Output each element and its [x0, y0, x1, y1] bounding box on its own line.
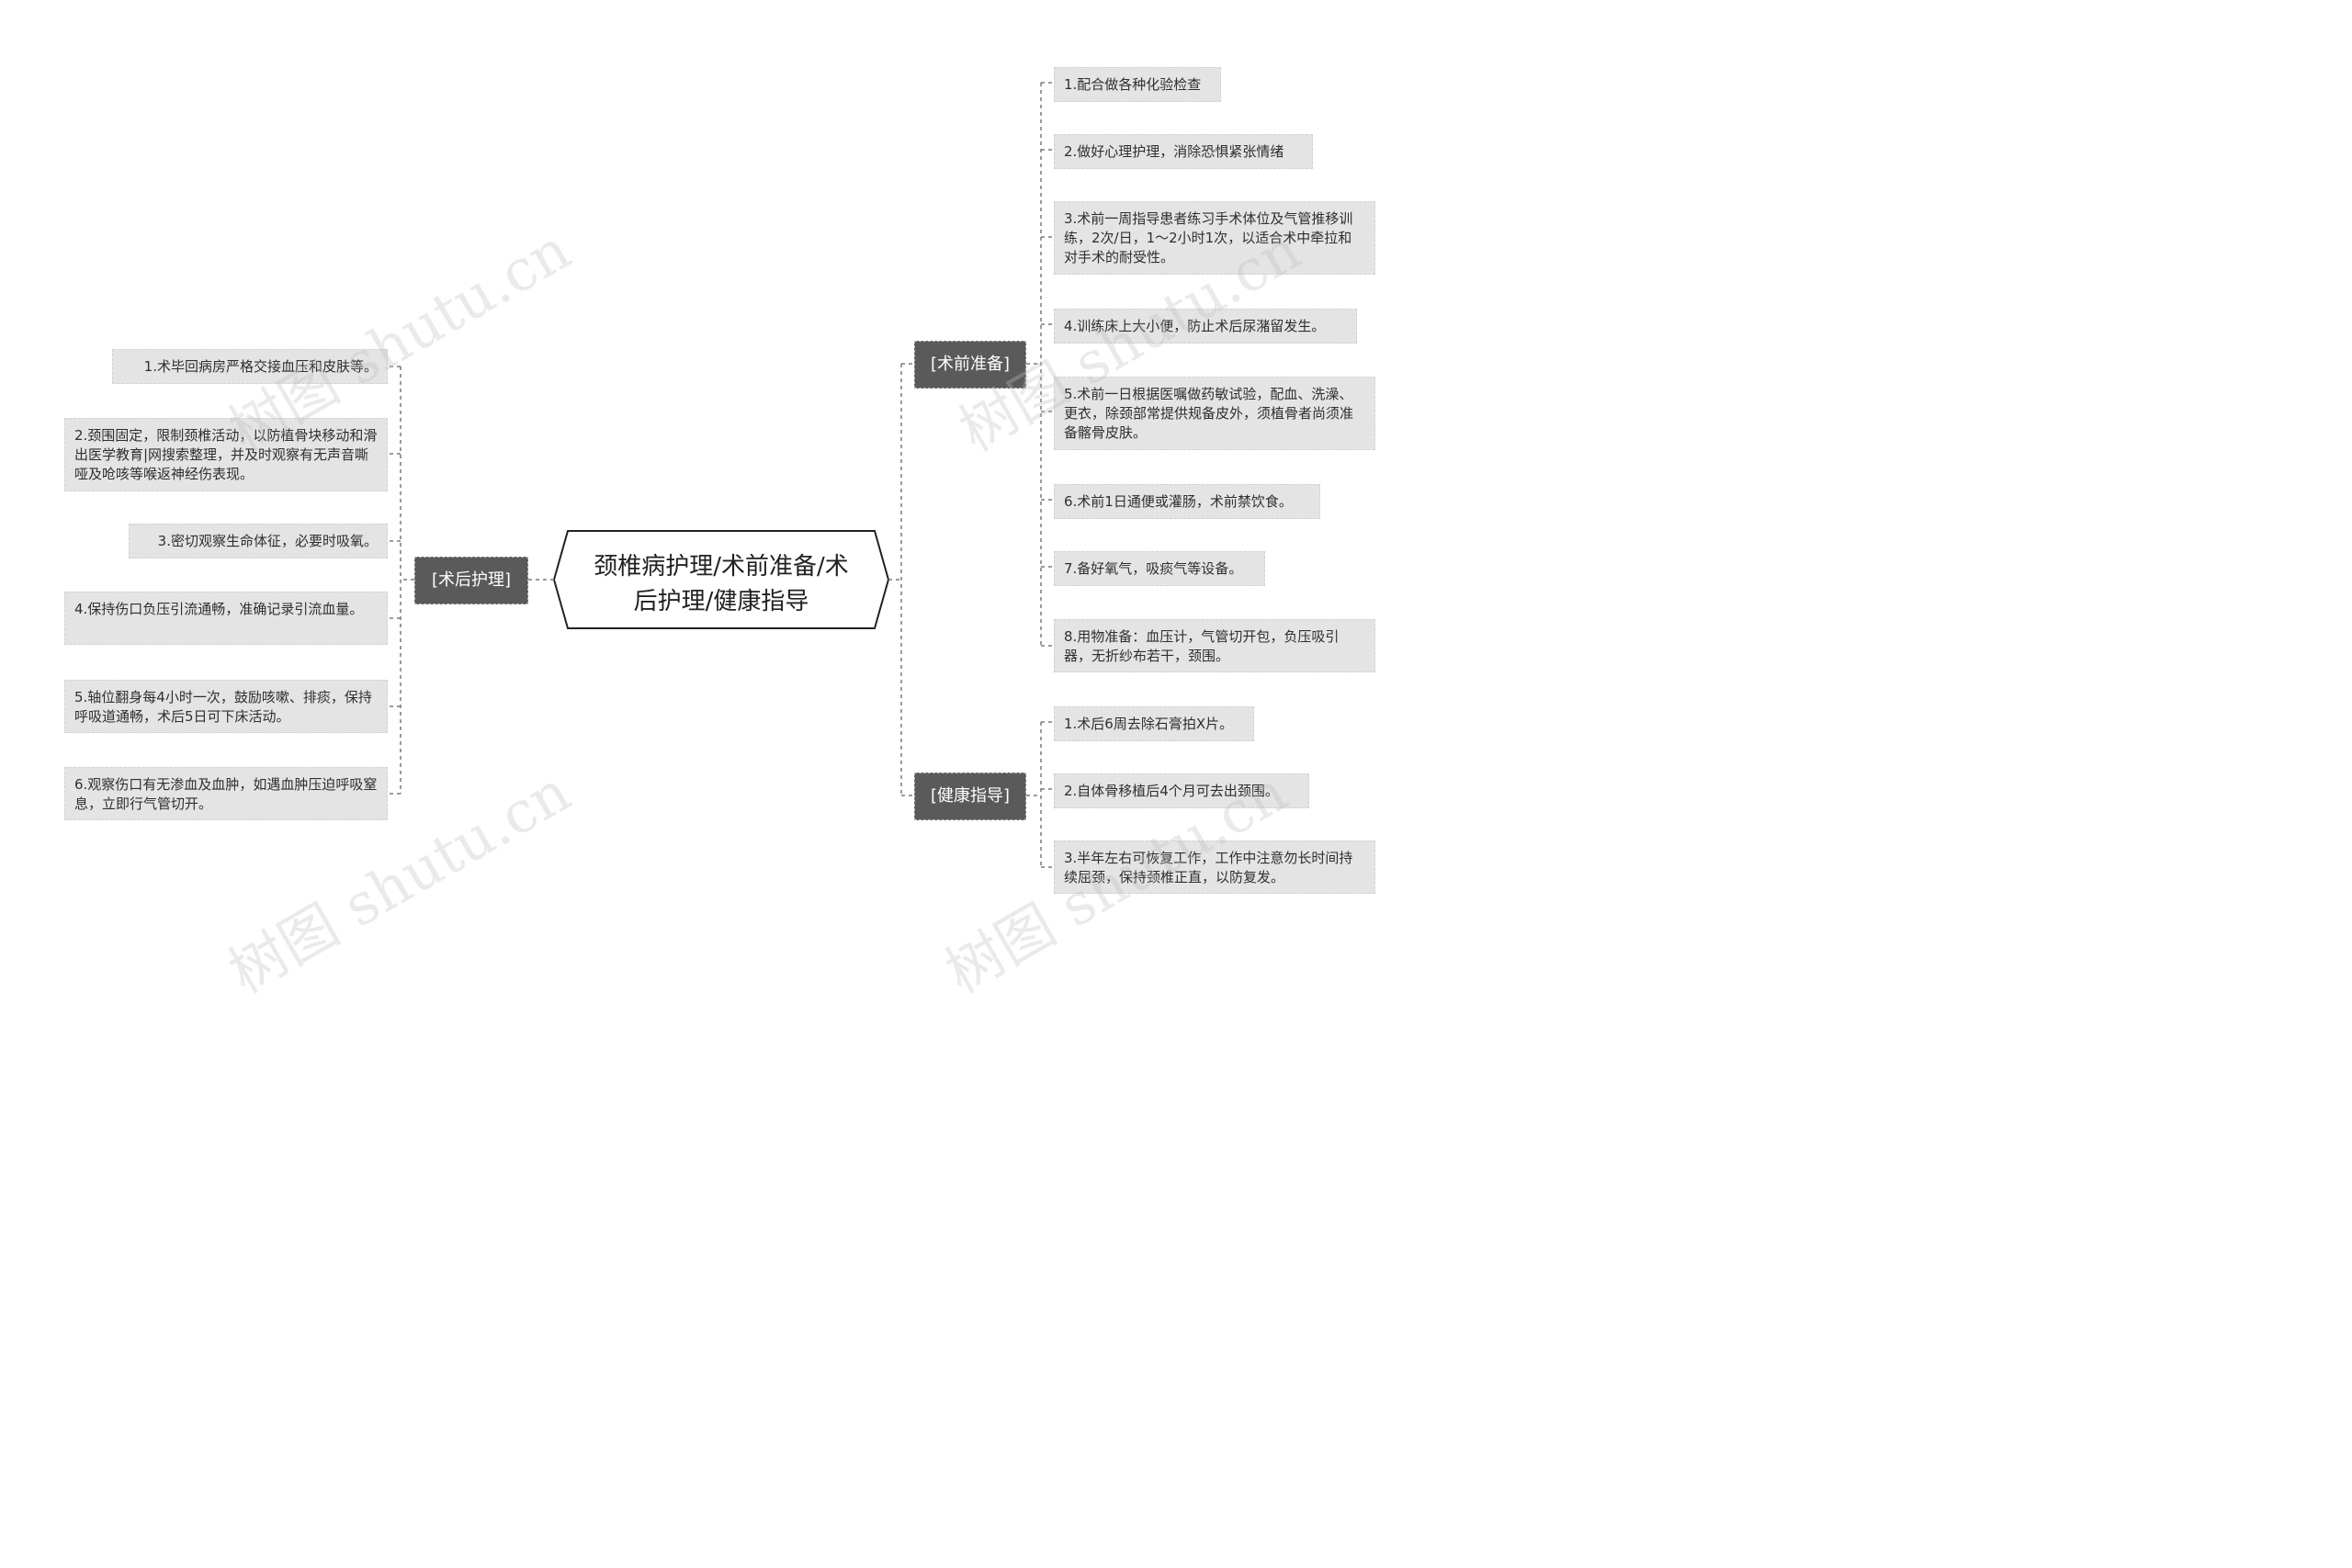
postop-item-2: 2.颈围固定，限制颈椎活动，以防植骨块移动和滑出医学教育|网搜索整理，并及时观察… [64, 418, 388, 491]
postop-item-5: 5.轴位翻身每4小时一次，鼓励咳嗽、排痰，保持呼吸道通畅，术后5日可下床活动。 [64, 680, 388, 733]
preop-item-7-text: 7.备好氧气，吸痰气等设备。 [1064, 560, 1243, 577]
branch-preop: [术前准备] [914, 341, 1026, 389]
postop-item-3-text: 3.密切观察生命体征，必要时吸氧。 [157, 533, 378, 549]
postop-item-1: 1.术毕回病房严格交接血压和皮肤等。 [112, 349, 388, 384]
branch-postop: [术后护理] [414, 557, 528, 604]
preop-item-3-text: 3.术前一周指导患者练习手术体位及气管推移训练，2次/日，1～2小时1次，以适合… [1064, 210, 1353, 265]
branch-health: [健康指导] [914, 773, 1026, 820]
health-item-1-text: 1.术后6周去除石膏拍X片。 [1064, 716, 1234, 732]
preop-item-6: 6.术前1日通便或灌肠，术前禁饮食。 [1054, 484, 1320, 519]
mind-map: 颈椎病护理/术前准备/术 后护理/健康指导 [术前准备] [健康指导] [术后护… [0, 0, 1438, 1006]
postop-item-4: 4.保持伤口负压引流通畅，准确记录引流血量。 [64, 592, 388, 645]
preop-item-6-text: 6.术前1日通便或灌肠，术前禁饮食。 [1064, 493, 1293, 510]
preop-item-4-text: 4.训练床上大小便，防止术后尿潴留发生。 [1064, 318, 1326, 334]
health-item-2: 2.自体骨移植后4个月可去出颈围。 [1054, 773, 1309, 808]
branch-health-label: [健康指导] [930, 786, 1011, 806]
connector-lines [388, 82, 1054, 868]
postop-item-2-text: 2.颈围固定，限制颈椎活动，以防植骨块移动和滑出医学教育|网搜索整理，并及时观察… [74, 427, 378, 482]
postop-item-6: 6.观察伤口有无渗血及血肿，如遇血肿压迫呼吸窒息，立即行气管切开。 [64, 767, 388, 820]
root-topic-line-1: 颈椎病护理/术前准备/术 [594, 553, 849, 581]
postop-item-4-text: 4.保持伤口负压引流通畅，准确记录引流血量。 [74, 601, 364, 617]
health-item-3: 3.半年左右可恢复工作，工作中注意勿长时间持续屈颈，保持颈椎正直，以防复发。 [1054, 840, 1375, 894]
health-item-2-text: 2.自体骨移植后4个月可去出颈围。 [1064, 783, 1279, 799]
postop-item-5-text: 5.轴位翻身每4小时一次，鼓励咳嗽、排痰，保持呼吸道通畅，术后5日可下床活动。 [74, 689, 372, 725]
preop-item-4: 4.训练床上大小便，防止术后尿潴留发生。 [1054, 309, 1357, 344]
root-topic-line-2: 后护理/健康指导 [633, 588, 809, 615]
branch-postop-label: [术后护理] [431, 570, 512, 590]
preop-item-2: 2.做好心理护理，消除恐惧紧张情绪 [1054, 134, 1313, 169]
postop-item-3: 3.密切观察生命体征，必要时吸氧。 [129, 524, 388, 558]
preop-item-3: 3.术前一周指导患者练习手术体位及气管推移训练，2次/日，1～2小时1次，以适合… [1054, 201, 1375, 275]
preop-item-1-text: 1.配合做各种化验检查 [1064, 76, 1202, 93]
preop-item-8: 8.用物准备：血压计，气管切开包，负压吸引器，无折纱布若干，颈围。 [1054, 619, 1375, 672]
health-item-3-text: 3.半年左右可恢复工作，工作中注意勿长时间持续屈颈，保持颈椎正直，以防复发。 [1064, 850, 1353, 886]
postop-item-6-text: 6.观察伤口有无渗血及血肿，如遇血肿压迫呼吸窒息，立即行气管切开。 [74, 776, 378, 812]
health-item-1: 1.术后6周去除石膏拍X片。 [1054, 706, 1254, 741]
preop-item-8-text: 8.用物准备：血压计，气管切开包，负压吸引器，无折纱布若干，颈围。 [1064, 628, 1340, 664]
postop-item-1-text: 1.术毕回病房严格交接血压和皮肤等。 [143, 358, 378, 375]
preop-item-1: 1.配合做各种化验检查 [1054, 67, 1221, 102]
root-topic: 颈椎病护理/术前准备/术 后护理/健康指导 [568, 542, 875, 626]
preop-item-2-text: 2.做好心理护理，消除恐惧紧张情绪 [1064, 143, 1284, 160]
preop-item-5: 5.术前一日根据医嘱做药敏试验，配血、洗澡、更衣，除颈部常提供规备皮外，须植骨者… [1054, 377, 1375, 450]
branch-preop-label: [术前准备] [930, 355, 1011, 374]
preop-item-7: 7.备好氧气，吸痰气等设备。 [1054, 551, 1265, 586]
preop-item-5-text: 5.术前一日根据医嘱做药敏试验，配血、洗澡、更衣，除颈部常提供规备皮外，须植骨者… [1064, 386, 1354, 441]
